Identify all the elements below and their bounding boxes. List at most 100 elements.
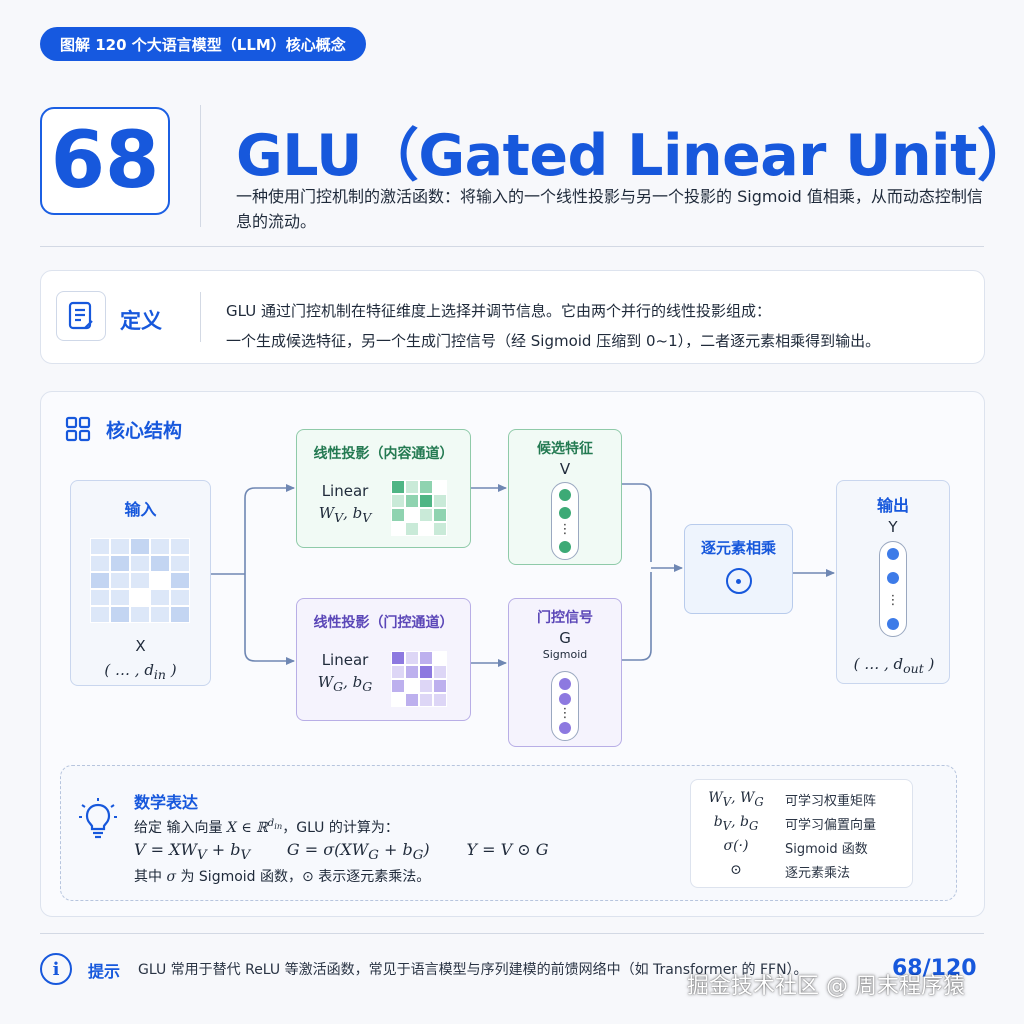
legend-symbol: bV, bG (691, 814, 781, 833)
math-input-sup: din (267, 818, 282, 831)
math-equations: V = XWV + bV G = σ(XWG + bG) Y = V ⊙ G (134, 840, 549, 863)
matrix-cell (89, 589, 110, 606)
matrix-cell (149, 589, 170, 606)
math-input-sup-d: d (267, 818, 275, 830)
eq1-sub2: V (240, 848, 251, 864)
math-note-odot: ⊙ (302, 869, 314, 885)
matrix-cell (89, 555, 110, 572)
math-intro-a: 给定 输入向量 (134, 820, 227, 836)
series-label: 图解 120 个大语言模型（LLM）核心概念 (40, 27, 366, 61)
content-params-mid: , b (343, 504, 363, 522)
core-structure-title: 核心结构 (106, 420, 183, 442)
vector-ellipsis: ⋮ (886, 593, 900, 608)
output-node: 输出 Y ⋮ ( … , dout ) (836, 480, 950, 684)
legend-row: WV, WG 可学习权重矩阵 (691, 790, 914, 814)
matrix-cell (391, 522, 405, 536)
gate-signal-node: 门控信号 G Sigmoid ⋮ (508, 598, 622, 747)
matrix-cell (129, 538, 150, 555)
matrix-cell (391, 679, 405, 693)
legend-row: bV, bG 可学习偏置向量 (691, 814, 914, 838)
matrix-cell (149, 572, 170, 589)
matrix-cell (433, 508, 447, 522)
watermark: 掘金技术社区 @ 周末程序猿 (687, 974, 965, 999)
matrix-cell (169, 606, 190, 623)
matrix-cell (433, 494, 447, 508)
matrix-cell (419, 665, 433, 679)
definition-title: 定义 (120, 309, 162, 333)
input-node: 输入 X ( … , din ) (70, 480, 211, 686)
gate-signal-vector: ⋮ (551, 671, 579, 741)
eq1-sub: V (196, 848, 207, 864)
legend-sym-s1: V (722, 818, 732, 833)
matrix-cell (405, 679, 419, 693)
matrix-cell (169, 538, 190, 555)
matrix-cell (433, 665, 447, 679)
math-title: 数学表达 (134, 793, 199, 812)
gate-params-sub2: G (362, 679, 373, 694)
page-subtitle: 一种使用门控机制的激活函数：将输入的一个线性投影与另一个投影的 Sigmoid … (236, 187, 983, 231)
content-params: WV, bV (315, 504, 375, 525)
legend-sym-s1: V (722, 794, 732, 809)
matrix-cell (391, 665, 405, 679)
content-params-w: W (318, 504, 335, 522)
gate-params-sub1: G (333, 679, 344, 694)
legend-text: 逐元素乘法 (785, 866, 851, 881)
legend-sym-mid: , W (731, 790, 755, 806)
tip-text: GLU 常用于替代 ReLU 等激活函数，常见于语言模型与序列建模的前馈网络中（… (138, 962, 808, 978)
vector-dot (559, 507, 571, 519)
legend-symbol: WV, WG (691, 790, 781, 809)
candidate-node: 候选特征 V ⋮ (508, 429, 622, 565)
matrix-cell (391, 494, 405, 508)
lightbulb-icon (78, 797, 118, 843)
equation-g: G = σ(XWG + bG) (287, 840, 430, 863)
content-op: Linear (321, 482, 369, 500)
matrix-cell (109, 589, 130, 606)
matrix-cell (129, 555, 150, 572)
matrix-cell (109, 606, 130, 623)
header-rule (40, 246, 984, 247)
matrix-cell (433, 480, 447, 494)
matrix-cell (433, 522, 447, 536)
vector-dot (559, 678, 571, 690)
math-note-a: 其中 (134, 869, 167, 885)
matrix-cell (129, 589, 150, 606)
math-note-sigma: σ (166, 869, 177, 885)
matrix-cell (89, 606, 110, 623)
matrix-cell (433, 693, 447, 707)
grid-icon (65, 416, 91, 446)
definition-card (40, 270, 985, 364)
matrix-cell (129, 606, 150, 623)
matrix-cell (405, 522, 419, 536)
document-icon (56, 291, 106, 341)
matrix-cell (89, 538, 110, 555)
vector-dot (887, 618, 899, 630)
vector-ellipsis: ⋮ (558, 705, 572, 721)
gate-op: Linear (321, 651, 369, 669)
definition-divider (200, 292, 201, 342)
definition-text: GLU 通过门控机制在特征维度上选择并调节信息。它由两个并行的线性投影组成： 一… (226, 296, 880, 356)
gate-signal-fn: Sigmoid (542, 648, 588, 661)
eq2-end: ) (423, 840, 430, 859)
legend-sym-a: b (713, 814, 723, 830)
matrix-cell (149, 555, 170, 572)
tip-title: 提示 (88, 962, 121, 981)
matrix-cell (391, 693, 405, 707)
vector-dot (559, 693, 571, 706)
output-title: 输出 (876, 496, 909, 515)
matrix-cell (169, 572, 190, 589)
content-projection-title: 线性投影（内容通道） (313, 446, 454, 462)
vector-dot (559, 721, 571, 734)
matrix-cell (391, 480, 405, 494)
matrix-cell (419, 508, 433, 522)
matrix-cell (109, 538, 130, 555)
gate-signal-title: 门控信号 (537, 610, 593, 626)
candidate-vector: ⋮ (551, 482, 579, 560)
math-intro-b: ，GLU 的计算为： (282, 820, 399, 836)
matrix-cell (109, 572, 130, 589)
definition-line-1: GLU 通过门控机制在特征维度上选择并调节信息。它由两个并行的线性投影组成： (226, 302, 771, 320)
eq2-mid: + b (378, 840, 413, 859)
gate-projection-node: 线性投影（门控通道） Linear WG, bG (296, 598, 471, 721)
input-shape-end: ) (165, 661, 177, 679)
matrix-cell (433, 679, 447, 693)
matrix-cell (419, 494, 433, 508)
